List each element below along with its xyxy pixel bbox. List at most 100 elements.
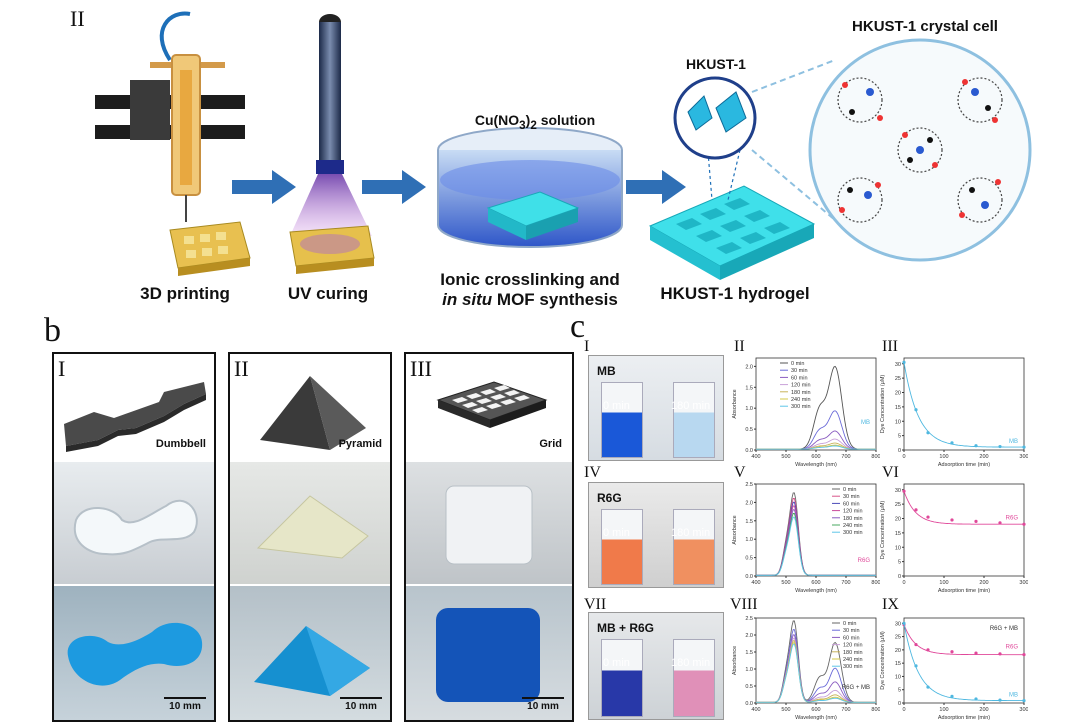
vial-time-left: 0 min: [603, 657, 630, 669]
y-axis-label: Absorbance: [732, 646, 738, 675]
data-point: [998, 521, 1002, 525]
y-tick-label: 10: [895, 674, 901, 680]
fit-curve: [903, 624, 1024, 656]
x-tick-label: 100: [939, 454, 948, 460]
photo-dye-label: R6G: [597, 491, 622, 505]
x-tick-label: 0: [902, 580, 905, 586]
series-tag: MB: [861, 420, 870, 426]
data-point: [926, 685, 930, 689]
data-point: [998, 652, 1002, 656]
y-tick-label: 0.5: [745, 427, 753, 433]
data-point: [950, 650, 954, 654]
x-tick-label: 500: [781, 454, 790, 460]
row2-spectrum-roman: V: [734, 464, 746, 481]
legend-label: 120 min: [843, 509, 863, 515]
shape-label: Pyramid: [338, 438, 382, 450]
y-tick-label: 5: [898, 688, 901, 694]
legend-label: 30 min: [843, 628, 860, 634]
photo-dye-label: MB: [597, 364, 616, 378]
grid-model: [436, 381, 548, 428]
process-arrow: [232, 170, 296, 204]
y-tick-label: 2.5: [745, 482, 753, 488]
data-point: [974, 519, 978, 523]
vial-time-right: 180 min: [671, 657, 711, 669]
legend-label: 0 min: [843, 621, 856, 627]
x-tick-label: 300: [1019, 707, 1028, 713]
photo-dye-label: MB + R6G: [597, 621, 655, 635]
legend-label: 240 min: [791, 397, 811, 403]
x-tick-label: 300: [1019, 580, 1028, 586]
data-point: [914, 664, 918, 668]
row2-photo-roman: IV: [584, 464, 601, 481]
x-tick-label: 700: [841, 707, 850, 713]
y-tick-label: 15: [895, 531, 901, 537]
vial: [601, 509, 643, 585]
x-tick-label: 600: [811, 707, 820, 713]
hydrogel-illustration: [648, 59, 836, 280]
legend-label: 60 min: [843, 501, 860, 507]
x-tick-label: 400: [751, 707, 760, 713]
legend-label: 60 min: [791, 375, 808, 381]
y-tick-label: 10: [895, 419, 901, 425]
data-point: [902, 621, 906, 625]
column-roman: I: [58, 356, 66, 381]
plot-frame: [903, 617, 1025, 704]
panel-c-letter: c: [570, 308, 586, 345]
x-axis-label: Adsorption time (min): [938, 715, 990, 721]
x-tick-label: 300: [1019, 454, 1028, 460]
step-label-uv-curing: UV curing: [287, 284, 369, 303]
y-axis-label: Absorbance: [732, 389, 738, 418]
y-tick-label: 25: [895, 635, 901, 641]
x-tick-label: 700: [841, 580, 850, 586]
x-axis-label: Wavelength (nm): [795, 588, 837, 594]
step-label-crosslinking: Ionic crosslinking and in situ MOF synth…: [440, 270, 620, 309]
x-tick-label: 200: [979, 454, 988, 460]
y-tick-label: 25: [895, 376, 901, 382]
y-tick-label: 0: [898, 574, 901, 580]
y-tick-label: 1.5: [745, 519, 753, 525]
series-tag: R6G: [1006, 515, 1019, 521]
column-roman: III: [410, 356, 432, 381]
spectrum-line: [756, 516, 876, 576]
y-tick-label: 30: [895, 621, 901, 627]
spectrum-line: [756, 365, 876, 450]
fit-curve: [903, 623, 1024, 702]
y-tick-label: 0: [898, 448, 901, 454]
legend-label: 180 min: [791, 390, 811, 396]
shape-label: Dumbbell: [155, 438, 206, 450]
scale-bar: 10 mm: [340, 697, 382, 712]
panel-b-col-1: I Dumbbell 10 mm: [52, 352, 216, 722]
vial: [673, 639, 715, 717]
y-tick-label: 0.0: [745, 701, 753, 707]
y-tick-label: 0: [898, 701, 901, 707]
x-tick-label: 100: [939, 580, 948, 586]
x-axis-label: Adsorption time (min): [938, 588, 990, 594]
row1-kinetics-roman: III: [882, 338, 898, 355]
fit-curve: [903, 362, 1024, 448]
row2-kinetics-roman: VI: [882, 464, 899, 481]
row3-photo-roman: VII: [584, 596, 607, 613]
data-point: [902, 489, 906, 493]
y-tick-label: 5: [898, 560, 901, 566]
solution-label: Cu(NO3)2 solution: [474, 112, 596, 132]
row1-photo-roman: I: [584, 338, 590, 355]
scale-bar: 10 mm: [522, 697, 564, 712]
row1-spectrum-roman: II: [734, 338, 745, 355]
shape-label: Grid: [539, 438, 562, 450]
panel-a-roman: II: [70, 6, 85, 31]
vial-time-right: 180 min: [671, 400, 711, 412]
row2-photo: R6G 0 min 180 min: [588, 482, 724, 588]
data-point: [1022, 522, 1026, 526]
y-axis-label: Dye Concentration (μM): [880, 501, 886, 560]
y-tick-label: 2.0: [745, 633, 753, 639]
y-tick-label: 2.5: [745, 616, 753, 622]
y-tick-label: 1.0: [745, 537, 753, 543]
y-axis-label: Absorbance: [732, 515, 738, 544]
uv-lamp-illustration: [289, 14, 375, 274]
series-tag: MB: [1009, 439, 1018, 445]
data-point: [914, 508, 918, 512]
y-tick-label: 20: [895, 391, 901, 397]
data-point: [914, 642, 918, 647]
